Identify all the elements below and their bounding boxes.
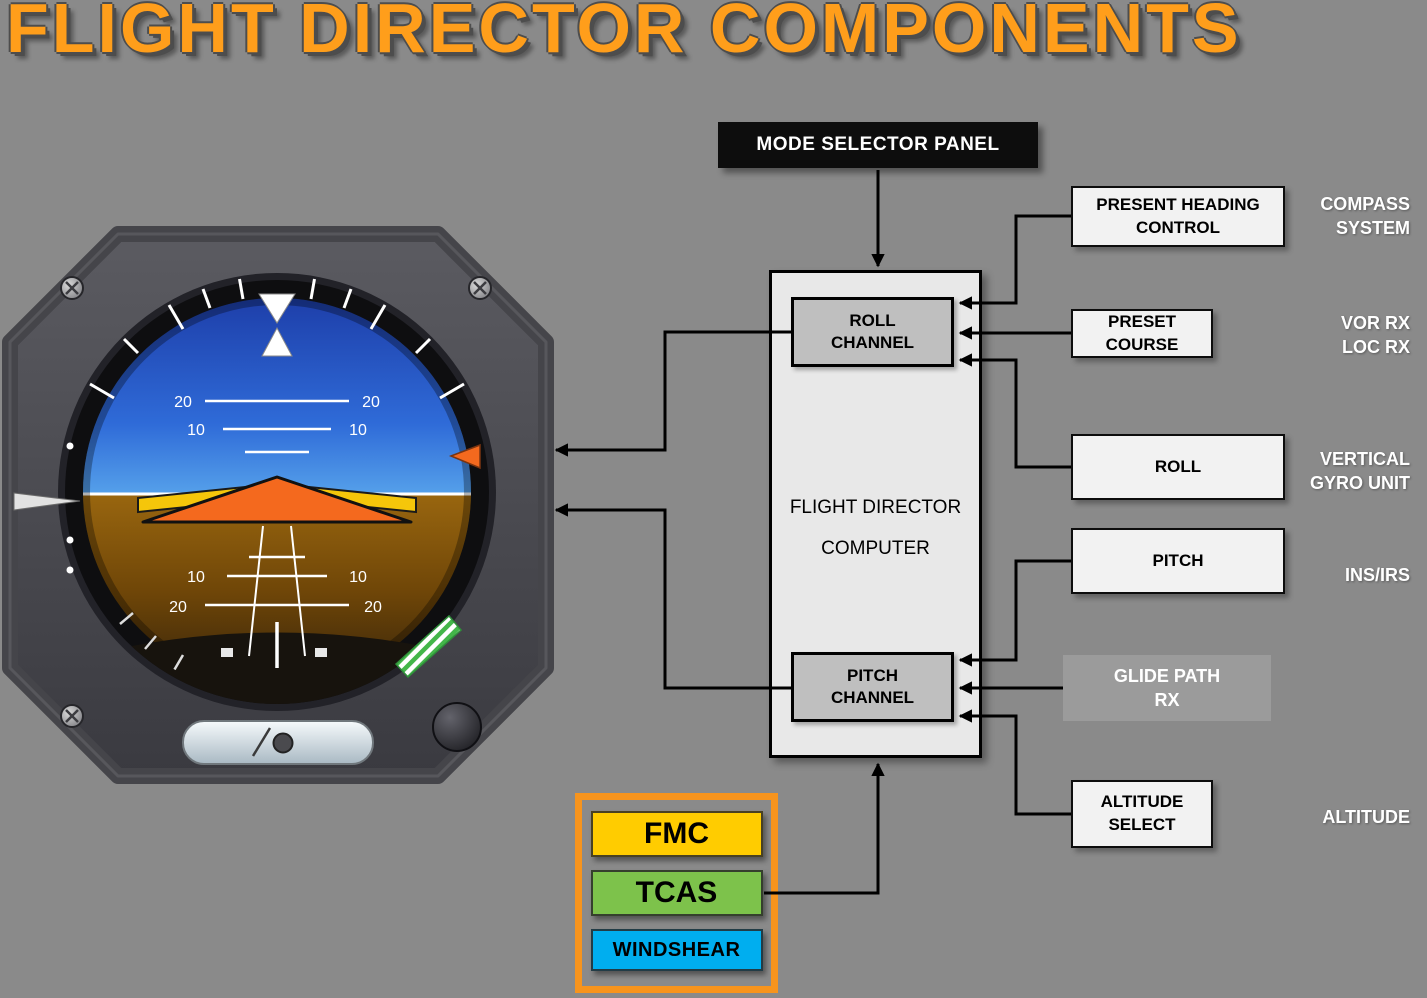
attitude-director-indicator: 20 20 10 10 10 10 20 20 [2,226,554,784]
vor-loc-rx-label: VOR RX LOC RX [1341,311,1410,360]
wire-roll-channel-to-adi [554,330,791,457]
sensor-group-frame: FMC TCAS WINDSHEAR [575,793,778,993]
vor-line2: LOC RX [1341,337,1410,358]
mode-selector-panel: MODE SELECTOR PANEL [718,122,1038,168]
adi-left-index-pointer [13,492,81,511]
vertical-gyro-unit-label: VERTICAL GYRO UNIT [1310,447,1410,496]
altitude-select-line2: SELECT [1108,815,1176,834]
computer-label: FLIGHT DIRECTOR COMPUTER [772,497,979,560]
roll-channel-line1: ROLL [849,310,896,330]
windshear-button: WINDSHEAR [590,929,763,971]
mode-selector-label: MODE SELECTOR PANEL [756,134,1000,155]
fmc-label: FMC [644,817,709,850]
present-heading-line2: CONTROL [1135,217,1221,237]
preset-course-box: PRESET COURSE [1071,309,1213,358]
pitch-channel-line2: CHANNEL [830,688,915,707]
adi-aircraft-symbol-icon [137,475,417,668]
pitch-label: 10 [187,569,205,586]
windshear-label: WINDSHEAR [612,938,741,961]
pitch-channel-box: PITCH CHANNEL [791,652,954,722]
altitude-label: ALTITUDE [1322,805,1410,829]
wire-tcas-to-computer [764,762,885,895]
ins-irs-label: INS/IRS [1345,563,1410,587]
pitch-channel-line1: PITCH [847,665,898,685]
vor-line1: VOR RX [1340,313,1410,333]
pitch-box-label: PITCH [1152,550,1204,570]
adi-roll-pointer-icon [448,443,481,470]
adi-side-dots [66,442,74,574]
computer-label-line1: FLIGHT DIRECTOR [789,497,962,518]
roll-box: ROLL [1071,434,1285,500]
present-heading-control-box: PRESENT HEADING CONTROL [1071,186,1285,247]
roll-channel-line2: CHANNEL [830,333,915,352]
altitude-select-line1: ALTITUDE [1100,792,1184,812]
adi-pitch-labels: 20 20 10 10 10 10 20 20 [169,394,382,616]
page-title: FLIGHT DIRECTOR COMPONENTS [6,0,1242,67]
preset-course-line2: COURSE [1105,334,1179,354]
adi-bottom-window [182,720,374,765]
pitch-label: 10 [349,569,367,586]
glide-path-rx-box: GLIDE PATH RX [1063,655,1271,721]
roll-box-label: ROLL [1154,456,1202,476]
compass-system-label: COMPASS SYSTEM [1320,192,1410,241]
altitude-line: ALTITUDE [1322,807,1410,827]
pitch-label: 10 [349,422,367,439]
computer-label-line2: COMPUTER [821,538,930,559]
tcas-button: TCAS [590,870,763,916]
adi-adjust-knob [432,702,482,752]
glide-path-line2: RX [1154,690,1180,710]
vgu-line1: VERTICAL [1320,449,1410,469]
adi-pitch-ladder [205,399,349,607]
compass-line2: SYSTEM [1335,218,1410,239]
adi-sky-pointer-icon [258,293,296,357]
adi-warning-flag-icon [394,614,463,679]
adi-roll-scale [89,278,465,400]
pitch-label: 10 [187,422,205,439]
pitch-label: 20 [169,599,187,616]
roll-channel-box: ROLL CHANNEL [791,297,954,367]
compass-line1: COMPASS [1320,194,1410,214]
pitch-label: 20 [364,599,382,616]
screw-icon [60,276,84,300]
ins-line: INS/IRS [1344,565,1410,585]
pitch-label: 20 [362,394,380,411]
wire-pitch-channel-to-adi [554,503,791,690]
screw-icon [60,704,84,728]
glide-path-line1: GLIDE PATH [1113,665,1221,686]
adi-bottom-mask [85,612,469,704]
pitch-label: 20 [174,394,192,411]
screw-icon [468,276,492,300]
preset-course-line1: PRESET [1107,311,1177,331]
altitude-select-box: ALTITUDE SELECT [1071,780,1213,848]
pitch-box: PITCH [1071,528,1285,594]
tcas-label: TCAS [635,876,718,909]
present-heading-line1: PRESENT HEADING [1096,194,1260,214]
vgu-line2: GYRO UNIT [1309,473,1410,494]
fmc-button: FMC [590,811,763,857]
